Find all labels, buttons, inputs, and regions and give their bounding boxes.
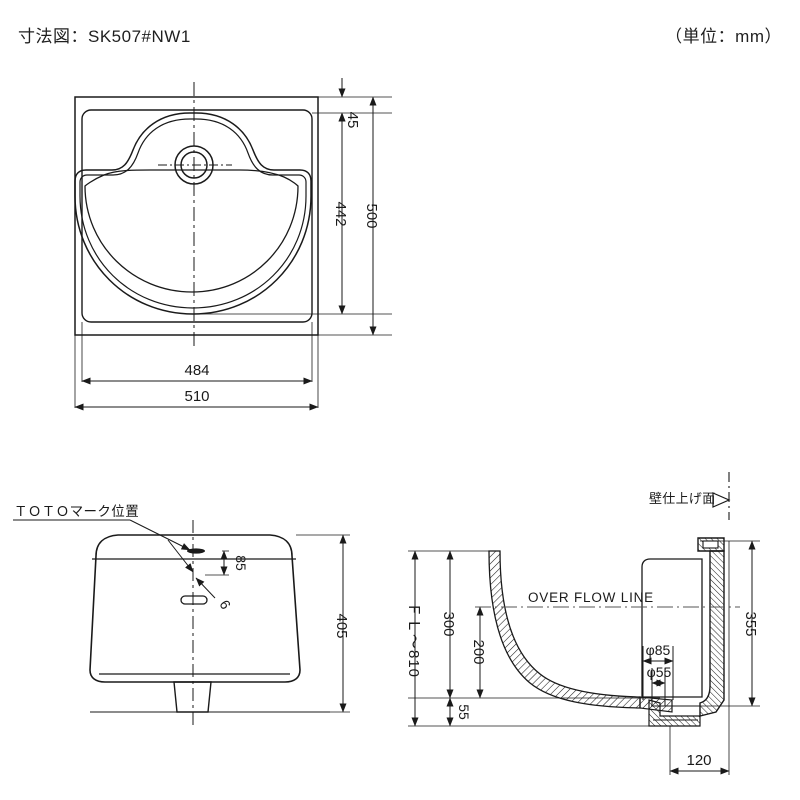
dim-6-label: 6 [216, 597, 234, 612]
top-outer-rect [74, 96, 319, 336]
dim-85-label: 85 [233, 555, 249, 571]
top-view-group: 45 442 500 484 510 [74, 78, 392, 411]
dim-510-label: 510 [184, 388, 209, 405]
dim-500-label: 500 [363, 203, 380, 228]
toto-mark-symbol [187, 548, 205, 554]
dim-6-leader [195, 577, 216, 599]
basin-outer-rim [74, 112, 312, 315]
dim-405-label: 405 [333, 613, 350, 638]
dim-200-label: 200 [470, 639, 487, 664]
overflow-line-label: OVER FLOW LINE [528, 590, 654, 605]
section-overflow-chamber [641, 558, 703, 698]
dim-phi85-label: φ85 [646, 642, 671, 658]
basin-inner-rim [79, 118, 307, 309]
wall-finish-triangle-icon [712, 492, 731, 508]
wall-finish-label: 壁仕上げ面 [649, 491, 716, 506]
dim-120-label: 120 [686, 752, 711, 769]
section-flange-cavity [702, 540, 719, 549]
basin-bowl-line [84, 169, 299, 293]
section-view-group: 壁仕上げ面 [405, 472, 760, 775]
dim-442-label: 442 [332, 201, 349, 226]
toto-leader-to-mark [129, 519, 191, 551]
toto-mark-annotation: ＴＯＴＯマーク位置 [14, 504, 139, 519]
dim-484-label: 484 [184, 362, 209, 379]
page-title: 寸法図：SK507#NW1 [18, 27, 191, 46]
front-body-outline [89, 534, 301, 683]
dim-fl810-label: ＦＬ～810 [405, 602, 422, 678]
top-inner-rect [81, 109, 313, 323]
section-back-wall [699, 550, 725, 717]
dim-300-label: 300 [440, 611, 457, 636]
dim-phi55-label: φ55 [647, 664, 672, 680]
unit-note: （単位：mm） [665, 27, 782, 46]
front-view-group: ＴＯＴＯマーク位置 85 6 405 [13, 504, 350, 725]
section-bowl-wall [488, 550, 641, 709]
toto-leader-to-hole [167, 539, 194, 573]
dim-355-label: 355 [742, 611, 759, 636]
section-drain-housing [648, 699, 701, 727]
dim-55-label: 55 [456, 704, 472, 720]
dim-45-label: 45 [344, 112, 361, 129]
overflow-slot [180, 595, 208, 605]
